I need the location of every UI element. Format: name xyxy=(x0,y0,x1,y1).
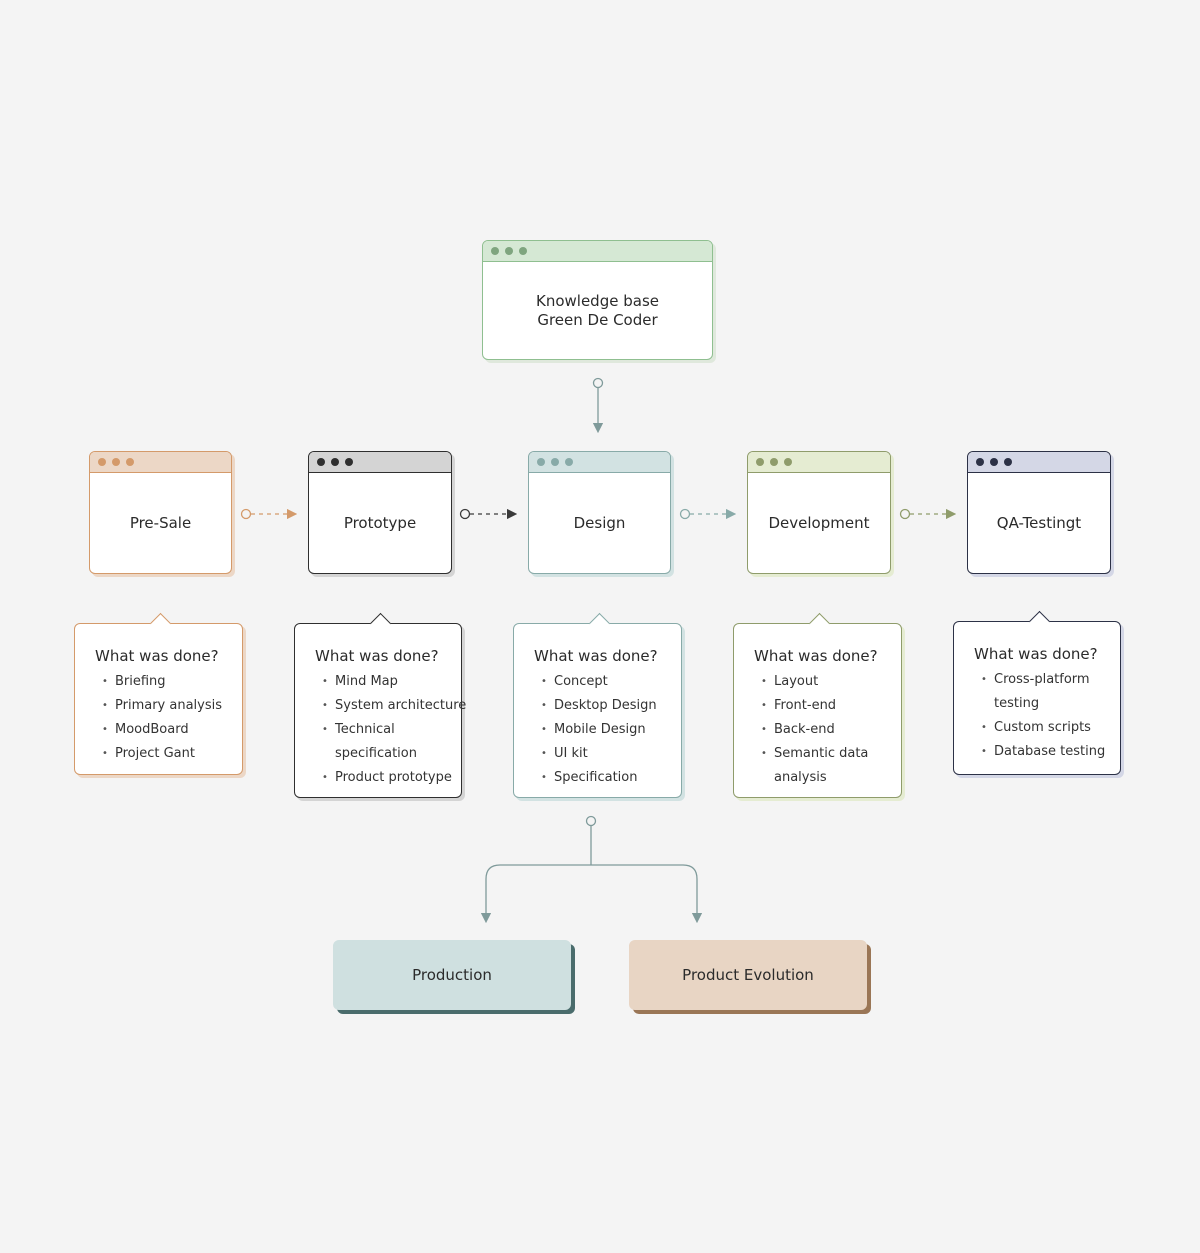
window-dot-icon xyxy=(98,458,106,466)
window-dot-icon xyxy=(491,247,499,255)
connector-knowledge-design xyxy=(592,377,604,434)
list-item: System architecture xyxy=(322,694,466,718)
window-titlebar xyxy=(748,452,890,473)
window-dot-icon xyxy=(317,458,325,466)
details-list: Briefing Primary analysis MoodBoard Proj… xyxy=(95,670,232,766)
window-dot-icon xyxy=(990,458,998,466)
list-item: Cross-platform xyxy=(981,668,1110,692)
window-titlebar xyxy=(968,452,1110,473)
stage-title: Prototype xyxy=(343,513,417,532)
connector-presale-prototype xyxy=(240,508,298,520)
list-item: Front-end xyxy=(761,694,891,718)
window-dot-icon xyxy=(505,247,513,255)
list-item: MoodBoard xyxy=(102,718,232,742)
details-card-prototype: What was done? Mind Map System architect… xyxy=(294,612,466,798)
stage-card-pre-sale: Pre-Sale xyxy=(89,451,232,574)
list-item: Mobile Design xyxy=(541,718,671,742)
knowledge-base-title: Knowledge base xyxy=(536,291,659,310)
stage-card-design: Design xyxy=(528,451,671,574)
details-list: Cross-platform testing Custom scripts Da… xyxy=(974,668,1110,764)
list-item: analysis xyxy=(774,770,827,785)
window-titlebar xyxy=(90,452,231,473)
details-heading: What was done? xyxy=(315,647,439,665)
knowledge-base-subtitle: Green De Coder xyxy=(537,310,658,329)
details-list: Concept Desktop Design Mobile Design UI … xyxy=(534,670,671,790)
window-titlebar xyxy=(309,452,451,473)
details-list: Mind Map System architecture Technical s… xyxy=(315,670,466,790)
connector-design-outcomes xyxy=(480,815,703,924)
details-card-qa-testing: What was done? Cross-platform testing Cu… xyxy=(953,610,1121,775)
stage-title: Pre-Sale xyxy=(129,513,192,532)
window-dot-icon xyxy=(537,458,545,466)
window-dot-icon xyxy=(784,458,792,466)
connector-prototype-design xyxy=(459,508,518,520)
list-item: Database testing xyxy=(981,740,1110,764)
list-item: Project Gant xyxy=(102,742,232,766)
production-label: Production xyxy=(412,966,492,984)
stage-card-prototype: Prototype xyxy=(308,451,452,574)
details-heading: What was done? xyxy=(95,647,219,665)
window-dot-icon xyxy=(345,458,353,466)
list-item: Semantic data xyxy=(761,742,891,766)
window-dot-icon xyxy=(331,458,339,466)
list-item: Back-end xyxy=(761,718,891,742)
details-heading: What was done? xyxy=(754,647,878,665)
window-titlebar xyxy=(483,241,712,262)
list-item: Technical xyxy=(322,718,451,742)
details-card-pre-sale: What was done? Briefing Primary analysis… xyxy=(74,612,243,775)
callout-pointer xyxy=(588,612,611,635)
list-item: testing xyxy=(994,696,1040,711)
stage-title: QA-Testingt xyxy=(996,513,1082,532)
window-dot-icon xyxy=(1004,458,1012,466)
callout-pointer xyxy=(149,612,172,635)
knowledge-base-card: Knowledge base Green De Coder xyxy=(482,240,713,360)
stage-card-qa-testing: QA-Testingt xyxy=(967,451,1111,574)
list-item: specification xyxy=(335,746,417,761)
callout-pointer xyxy=(1028,610,1051,633)
list-item: Desktop Design xyxy=(541,694,671,718)
list-item: Briefing xyxy=(102,670,232,694)
window-dot-icon xyxy=(551,458,559,466)
window-dot-icon xyxy=(126,458,134,466)
stage-card-development: Development xyxy=(747,451,891,574)
product-evolution-label: Product Evolution xyxy=(682,966,814,984)
list-item: Mind Map xyxy=(322,670,451,694)
details-heading: What was done? xyxy=(974,645,1098,663)
connector-design-development xyxy=(679,508,737,520)
window-titlebar xyxy=(529,452,670,473)
details-list: Layout Front-end Back-end Semantic data … xyxy=(754,670,891,790)
details-card-development: What was done? Layout Front-end Back-end… xyxy=(733,612,902,798)
callout-pointer xyxy=(808,612,831,635)
list-item: Specification xyxy=(541,766,671,790)
window-dot-icon xyxy=(112,458,120,466)
list-item: UI kit xyxy=(541,742,671,766)
window-dot-icon xyxy=(565,458,573,466)
production-button[interactable]: Production xyxy=(333,940,571,1010)
list-item: Concept xyxy=(541,670,671,694)
list-item: Product prototype xyxy=(322,766,452,790)
details-card-design: What was done? Concept Desktop Design Mo… xyxy=(513,612,682,798)
callout-pointer xyxy=(369,612,392,635)
list-item: Primary analysis xyxy=(102,694,232,718)
window-dot-icon xyxy=(976,458,984,466)
list-item: Custom scripts xyxy=(981,716,1110,740)
stage-title: Design xyxy=(573,513,626,532)
list-item: Layout xyxy=(761,670,891,694)
connector-development-qa xyxy=(899,508,957,520)
details-heading: What was done? xyxy=(534,647,658,665)
stage-title: Development xyxy=(768,513,870,532)
window-dot-icon xyxy=(519,247,527,255)
window-dot-icon xyxy=(756,458,764,466)
window-dot-icon xyxy=(770,458,778,466)
product-evolution-button[interactable]: Product Evolution xyxy=(629,940,867,1010)
